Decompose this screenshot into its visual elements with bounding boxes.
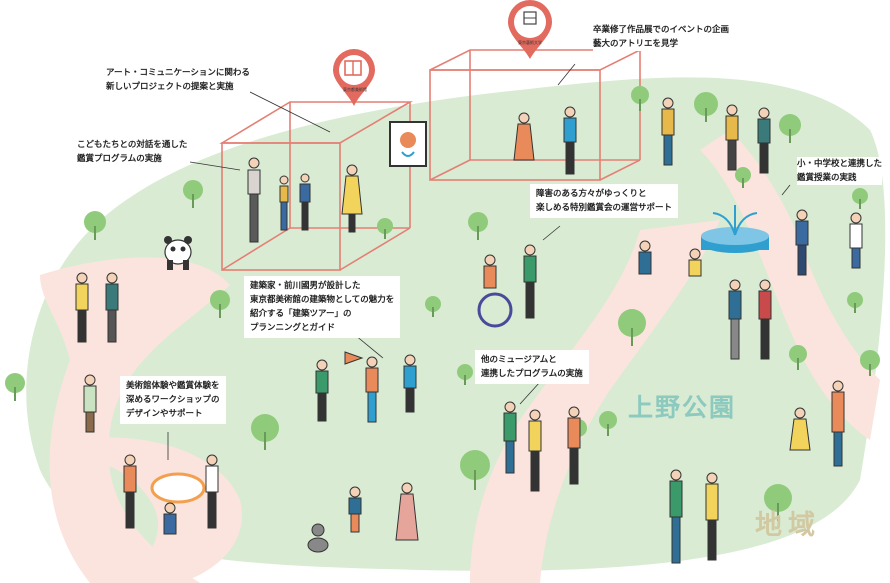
label-kids-dialogue: こどもたちとの対話を通した 鑑賞プログラムの実施 [77, 138, 188, 166]
label-accessibility: 障害のある方々がゆっくりと 楽しめる特別鑑賞会の運営サポート [530, 184, 679, 218]
path-bottom-left [80, 437, 242, 583]
label-museum-collaboration: 他のミュージアムと 連携したプログラムの実施 [475, 350, 589, 384]
label-workshop: 美術館体験や鑑賞体験を 深めるワークショップの デザインやサポート [120, 376, 226, 424]
region-title: 地域 [755, 510, 821, 541]
tobikan-pin [333, 49, 375, 106]
fountain [701, 205, 769, 253]
park-title: 上野公園 [628, 393, 737, 422]
path-center [470, 220, 720, 583]
trees [5, 86, 880, 521]
label-graduation-exhibition: 卒業修了作品展でのイベントの企画 藝大のアトリエを見学 [593, 23, 730, 51]
geidai-pin [508, 0, 552, 59]
label-architecture-tour: 建築家・前川國男が設計した 東京都美術館の建築物としての魅力を 紹介する「建築ツ… [244, 276, 401, 338]
label-art-communication: アート・コミュニケーションに関わる 新しいプロジェクトの提案と実施 [106, 66, 250, 94]
path-right [700, 130, 880, 440]
panda [164, 236, 192, 270]
tobikan-pin-label: 東京都美術館 [343, 87, 367, 92]
path-left [40, 257, 230, 583]
leader-lines [167, 63, 791, 460]
painting [389, 121, 427, 167]
label-school-collaboration: 小・中学校と連携した 鑑賞授業の実践 [797, 157, 883, 185]
geidai-pin-label: 東京藝術大学 [518, 40, 542, 45]
people [75, 97, 863, 564]
